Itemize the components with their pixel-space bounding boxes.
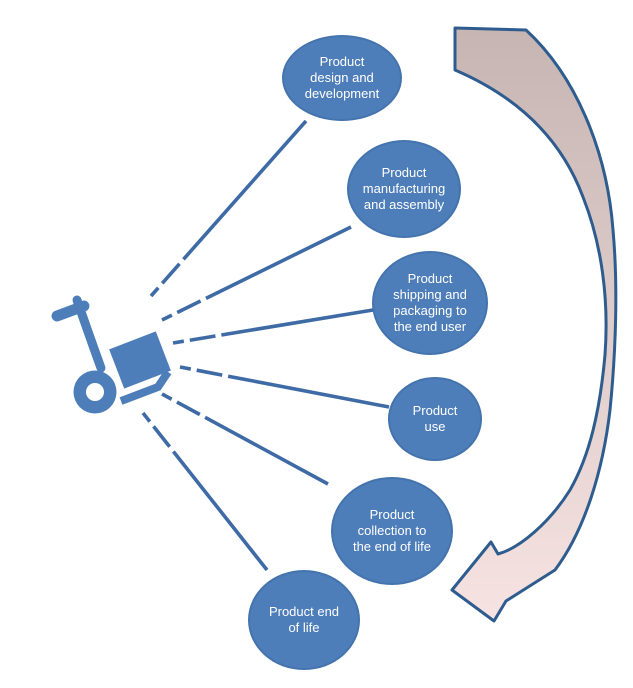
node-product-collection: Product collection to the end of life [331, 477, 453, 585]
connector-line-collection [161, 392, 329, 486]
node-product-design: Product design and development [282, 35, 402, 121]
node-product-use: Product use [388, 377, 482, 461]
curved-return-arrow [450, 26, 618, 623]
connector-line-manufacturing [161, 225, 352, 322]
node-product-end-of-life: Product end of life [248, 570, 360, 670]
node-product-shipping: Product shipping and packaging to the en… [372, 251, 488, 355]
hand-truck-wheel-hub [86, 383, 104, 401]
hand-truck-toe-plate [119, 369, 172, 405]
hand-truck-with-box-icon [51, 295, 172, 414]
hand-truck-rail [72, 295, 106, 373]
hand-truck-box [109, 331, 171, 389]
connector-line-design [149, 119, 308, 298]
connector-line-use [179, 365, 390, 409]
connector-lines [141, 119, 390, 572]
connector-line-end-of-life [141, 411, 269, 572]
connector-line-shipping [172, 308, 374, 345]
node-product-manufacturing: Product manufacturing and assembly [347, 140, 461, 238]
